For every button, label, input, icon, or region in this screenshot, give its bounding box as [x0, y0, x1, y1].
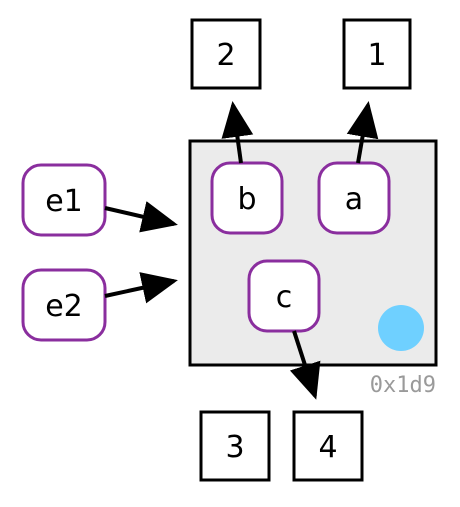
- value-4-label: 4: [318, 430, 337, 465]
- arrow-a-to-1: [346, 101, 379, 164]
- arrow-b-to-2: [221, 101, 254, 164]
- external-e2: e2: [21, 268, 107, 342]
- binding-b-label: b: [237, 182, 256, 217]
- arrow-c-to-4: [289, 330, 321, 400]
- value-3-label: 3: [225, 430, 244, 465]
- value-box-4: 4: [292, 410, 364, 482]
- external-e2-label: e2: [45, 289, 83, 324]
- value-box-2: 2: [190, 18, 262, 90]
- value-box-3: 3: [199, 410, 271, 482]
- binding-a-label: a: [345, 182, 363, 217]
- binding-b: b: [210, 161, 284, 235]
- arrow-e1-to-env: [104, 201, 178, 233]
- value-2-label: 2: [216, 38, 235, 73]
- external-e1: e1: [21, 163, 107, 237]
- arrow-e2-to-env: [104, 272, 178, 304]
- binding-c: c: [247, 259, 321, 333]
- value-1-label: 1: [367, 38, 386, 73]
- env-address: 0x1d9: [370, 373, 436, 398]
- external-e1-label: e1: [45, 184, 83, 219]
- binding-c-label: c: [276, 280, 293, 315]
- binding-a: a: [317, 161, 391, 235]
- parent-env-marker: [378, 305, 424, 351]
- value-box-1: 1: [342, 18, 412, 90]
